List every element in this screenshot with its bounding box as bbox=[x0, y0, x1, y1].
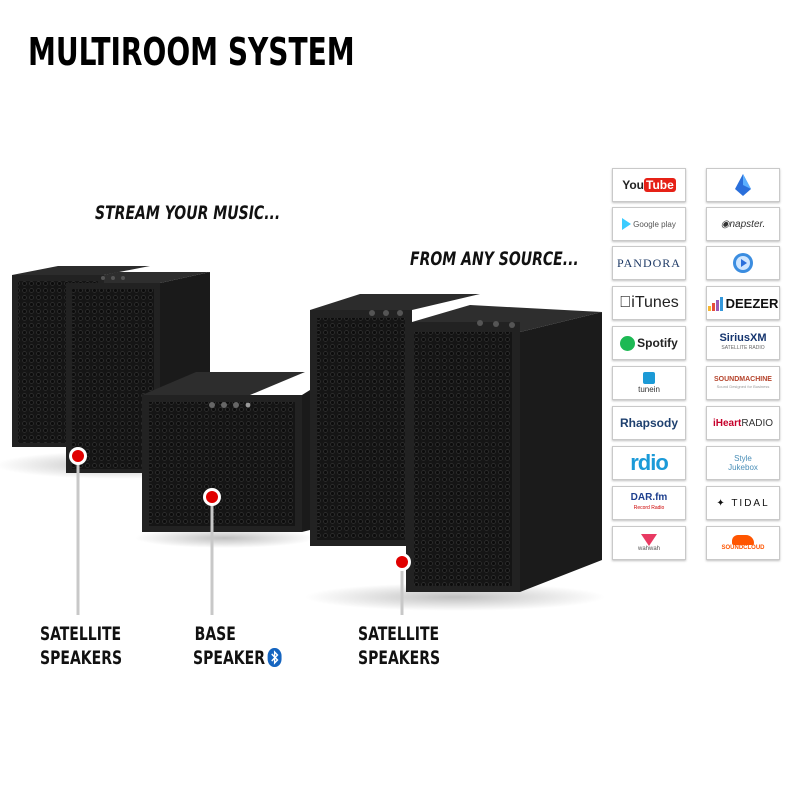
base-speaker bbox=[142, 372, 310, 532]
service-napster: ◉napster. bbox=[706, 207, 780, 241]
service-rhapsody: Rhapsody bbox=[612, 406, 686, 440]
tunein-icon bbox=[642, 372, 655, 384]
service-iheartradio: iHeartRADIO bbox=[706, 406, 780, 440]
service-tunein: tunein bbox=[612, 366, 686, 400]
napster-icon: ◉ bbox=[720, 218, 730, 230]
apple-icon:  bbox=[619, 294, 631, 311]
service-blue-music bbox=[706, 168, 780, 202]
google-play-icon bbox=[622, 218, 632, 230]
service-google-play: Google play bbox=[612, 207, 686, 241]
bluetooth-icon bbox=[267, 648, 282, 667]
service-rdio: rdio bbox=[612, 446, 686, 480]
wahwah-icon bbox=[640, 534, 657, 546]
marker-middle bbox=[203, 488, 221, 506]
label-base-speaker: BASE SPEAKER bbox=[193, 622, 282, 670]
service-soundcloud: SOUNDCLOUD bbox=[706, 526, 780, 560]
marker-right bbox=[393, 553, 411, 571]
marker-left bbox=[69, 447, 87, 465]
page-title: MULTIROOM SYSTEM bbox=[28, 30, 355, 74]
play-circle-icon bbox=[733, 253, 753, 273]
tagline-stream: STREAM YOUR MUSIC... bbox=[95, 202, 281, 224]
service-itunes: iTunes bbox=[612, 286, 686, 320]
service-spotify: Spotify bbox=[612, 326, 686, 360]
label-left-satellite: SATELLITE SPEAKERS bbox=[40, 623, 123, 669]
service-deezer: DEEZER bbox=[706, 286, 780, 320]
tagline-source: FROM ANY SOURCE... bbox=[410, 248, 579, 270]
service-wahwah: wahwah bbox=[612, 526, 686, 560]
spotify-icon bbox=[620, 335, 636, 351]
service-tidal: ✦ TIDAL bbox=[706, 486, 780, 520]
tidal-icon: ✦ bbox=[716, 497, 727, 509]
blue-music-icon bbox=[735, 174, 751, 196]
soundcloud-icon bbox=[732, 535, 754, 545]
deezer-bars-icon bbox=[707, 296, 723, 311]
service-play-circle bbox=[706, 246, 780, 280]
service-pandora: PANDORA bbox=[612, 246, 686, 280]
label-right-satellite: SATELLITE SPEAKERS bbox=[358, 623, 441, 669]
right-satellite-speakers bbox=[310, 294, 602, 592]
